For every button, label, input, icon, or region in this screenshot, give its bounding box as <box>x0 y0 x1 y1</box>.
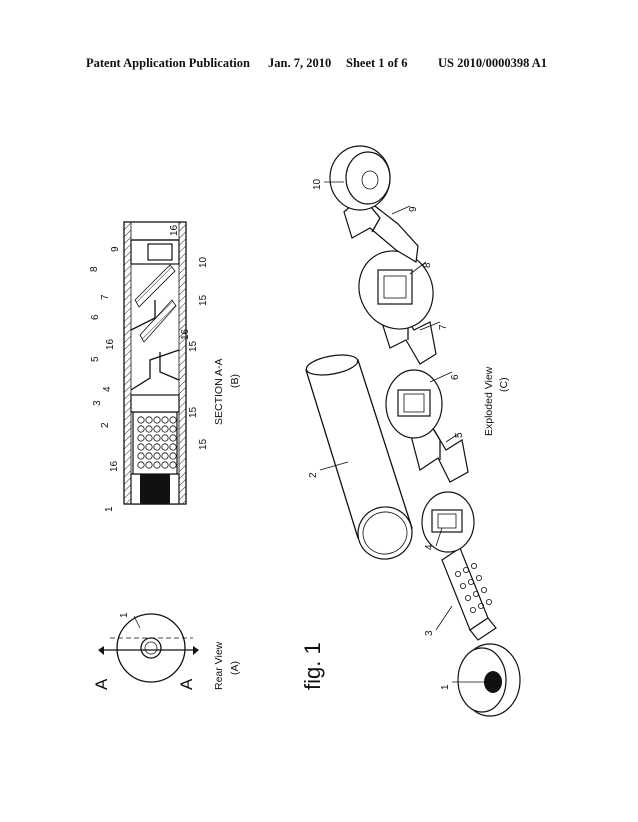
svg-text:(A): (A) <box>229 661 241 675</box>
exploded-view-caption: Exploded View <box>483 366 495 436</box>
svg-text:16: 16 <box>180 328 191 340</box>
svg-text:Exploded View: Exploded View <box>483 366 495 436</box>
section-mark-a-1: A <box>92 678 111 690</box>
svg-text:4: 4 <box>102 386 113 392</box>
svg-text:6: 6 <box>90 314 101 320</box>
svg-text:fig. 1: fig. 1 <box>300 642 325 690</box>
svg-text:3: 3 <box>424 630 435 636</box>
svg-text:7: 7 <box>100 294 111 300</box>
svg-text:9: 9 <box>110 246 121 252</box>
rear-inner-circle <box>141 638 161 658</box>
rear-view-tag: (A) <box>229 661 241 675</box>
figure-label: fig. 1 <box>300 642 325 690</box>
svg-text:16: 16 <box>105 338 116 350</box>
svg-text:1: 1 <box>119 612 130 618</box>
section-mark-a-2: A <box>177 678 196 690</box>
svg-text:7: 7 <box>438 324 449 330</box>
svg-text:15: 15 <box>198 438 209 450</box>
svg-text:5: 5 <box>90 356 101 362</box>
svg-text:SECTION A-A: SECTION A-A <box>213 358 225 425</box>
part-10-front-cap <box>330 146 390 210</box>
part-3-filter <box>442 548 496 640</box>
svg-text:9: 9 <box>408 206 419 212</box>
svg-text:15: 15 <box>198 294 209 306</box>
svg-text:16: 16 <box>109 460 120 472</box>
svg-text:4: 4 <box>424 544 435 550</box>
rear-outer-circle <box>117 614 185 682</box>
svg-text:10: 10 <box>312 178 323 190</box>
svg-text:3: 3 <box>92 400 103 406</box>
svg-text:5: 5 <box>454 432 465 438</box>
svg-text:Rear View: Rear View <box>213 641 225 690</box>
part-1-end-cap <box>458 644 520 716</box>
svg-text:(C): (C) <box>498 377 510 392</box>
svg-text:1: 1 <box>104 506 115 512</box>
svg-text:A: A <box>177 678 196 690</box>
svg-text:A: A <box>92 678 111 690</box>
svg-text:2: 2 <box>308 472 319 478</box>
svg-text:1: 1 <box>440 684 451 690</box>
svg-text:(B): (B) <box>229 374 241 388</box>
rear-plug-hole <box>140 474 170 504</box>
section-view-tag: (B) <box>229 374 241 388</box>
svg-text:15: 15 <box>188 340 199 352</box>
part-4-disc <box>422 492 474 552</box>
section-view-caption: SECTION A-A <box>213 358 225 425</box>
exploded-view-tag: (C) <box>498 377 510 392</box>
svg-text:2: 2 <box>100 422 111 428</box>
svg-text:6: 6 <box>450 374 461 380</box>
rear-view <box>98 614 199 682</box>
part-8-disc <box>345 237 447 342</box>
svg-text:8: 8 <box>422 262 433 268</box>
svg-text:15: 15 <box>188 406 199 418</box>
section-view <box>124 222 186 504</box>
svg-text:16: 16 <box>169 224 180 236</box>
rear-view-caption: Rear View <box>213 641 225 690</box>
rear-label-1: 1 <box>119 612 130 618</box>
svg-text:10: 10 <box>198 256 209 268</box>
svg-text:8: 8 <box>89 266 100 272</box>
